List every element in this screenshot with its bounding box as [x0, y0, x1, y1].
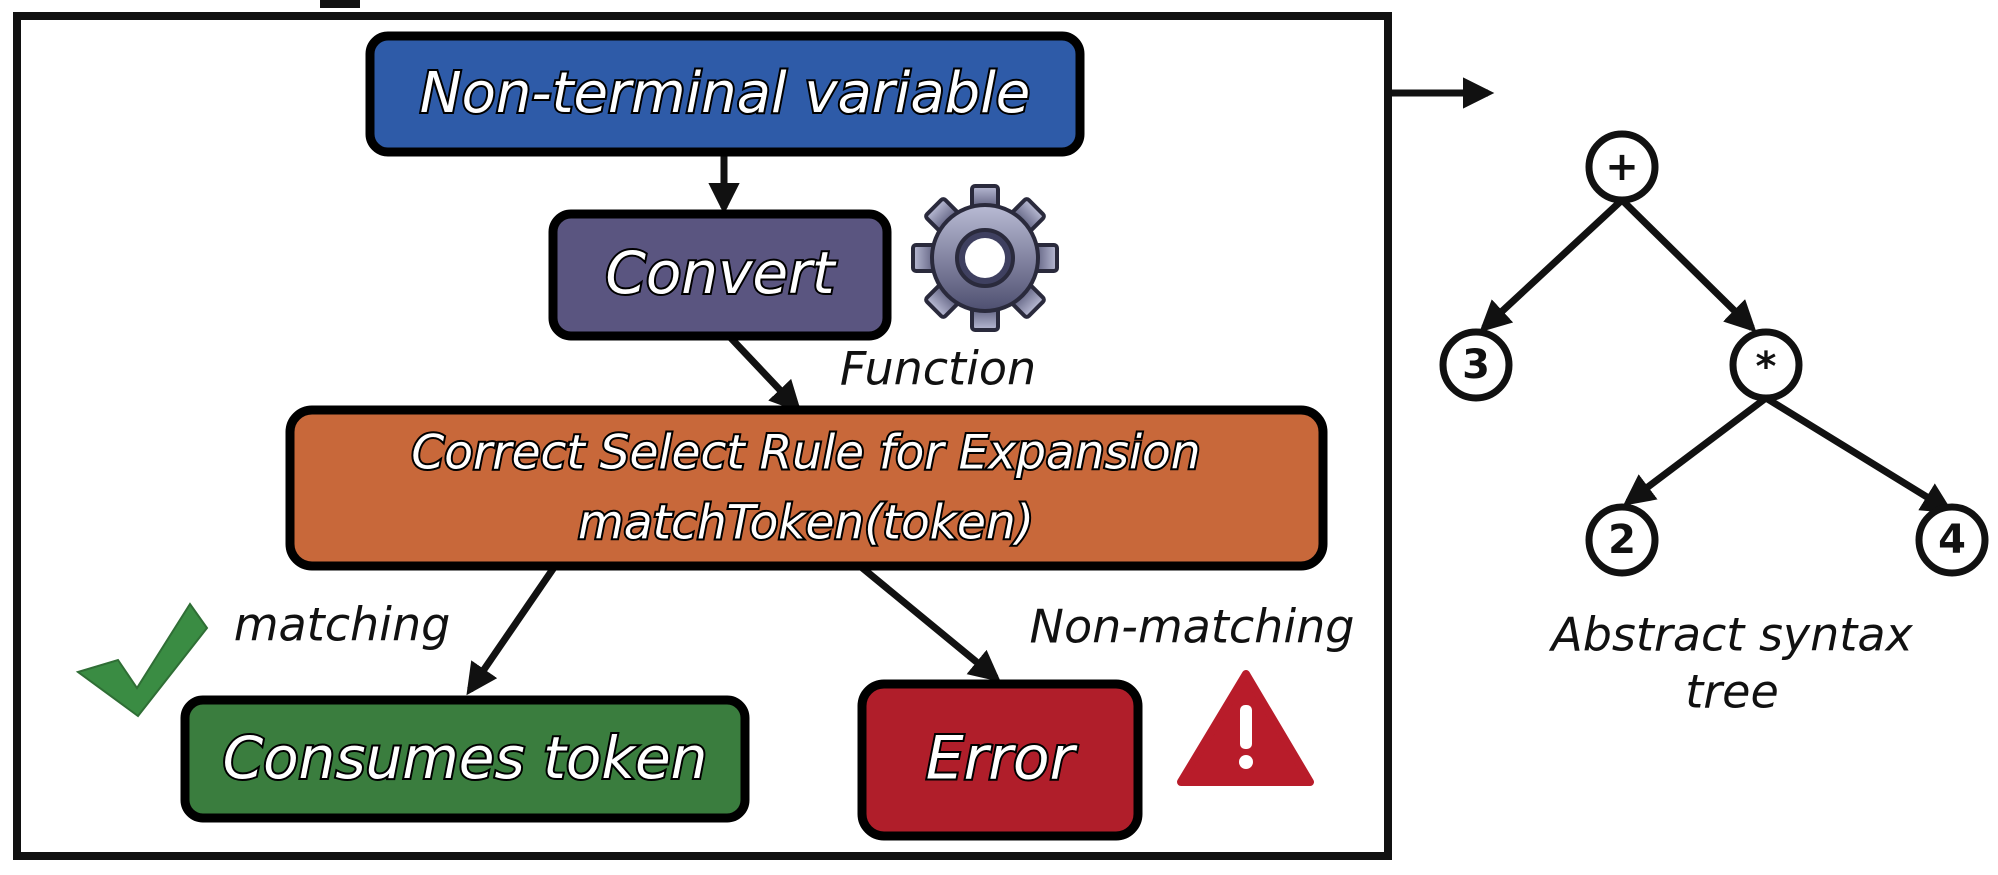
edge-select-to-error [857, 563, 1001, 683]
top-fragment [320, 0, 360, 8]
node-convert: Convert [548, 209, 892, 341]
ast-edge-root-left [1479, 197, 1625, 333]
ast-caption-line2: tree [1685, 665, 1779, 719]
node-consumes-token: Consumes token [180, 695, 750, 823]
ast-edge-mul-right [1764, 395, 1954, 514]
svg-text:*: * [1756, 344, 1777, 390]
non-matching-label: Non-matching [1030, 600, 1355, 654]
convert-label: Convert [605, 239, 837, 307]
select-rule-function: matchToken(token) [578, 496, 1034, 551]
edge-select-to-consumes [466, 564, 558, 696]
ast-node-2: 2 [1585, 503, 1659, 577]
svg-text:3: 3 [1462, 342, 1490, 388]
node-select-rule: Correct Select Rule for Expansion matchT… [285, 405, 1328, 571]
consumes-token-label: Consumes token [223, 724, 708, 792]
error-label: Error [926, 724, 1078, 794]
function-label: Function [840, 342, 1036, 396]
ast-node-root: + [1585, 130, 1659, 204]
ast-edge-root-mul [1619, 197, 1757, 333]
non-terminal-variable-label: Non-terminal variable [420, 61, 1030, 126]
svg-text:2: 2 [1608, 517, 1636, 563]
node-non-terminal-variable: Non-terminal variable [365, 31, 1085, 157]
gear-icon [911, 184, 1059, 332]
ast-node-multiply: * [1729, 328, 1803, 402]
ast-edge-mul-left [1622, 395, 1769, 506]
select-rule-title: Correct Select Rule for Expansion [411, 426, 1200, 481]
node-error: Error [857, 679, 1143, 841]
warning-icon [1177, 670, 1314, 786]
ast-node-4: 4 [1915, 503, 1989, 577]
ast-node-3: 3 [1439, 328, 1513, 402]
outer-frame [13, 12, 1392, 860]
matching-label: matching [234, 598, 451, 652]
svg-text:4: 4 [1938, 517, 1966, 563]
svg-text:+: + [1605, 144, 1639, 190]
edge-convert-to-select [725, 332, 802, 413]
ast-caption-line1: Abstract syntax [1548, 608, 1913, 662]
checkmark-icon [75, 602, 209, 718]
